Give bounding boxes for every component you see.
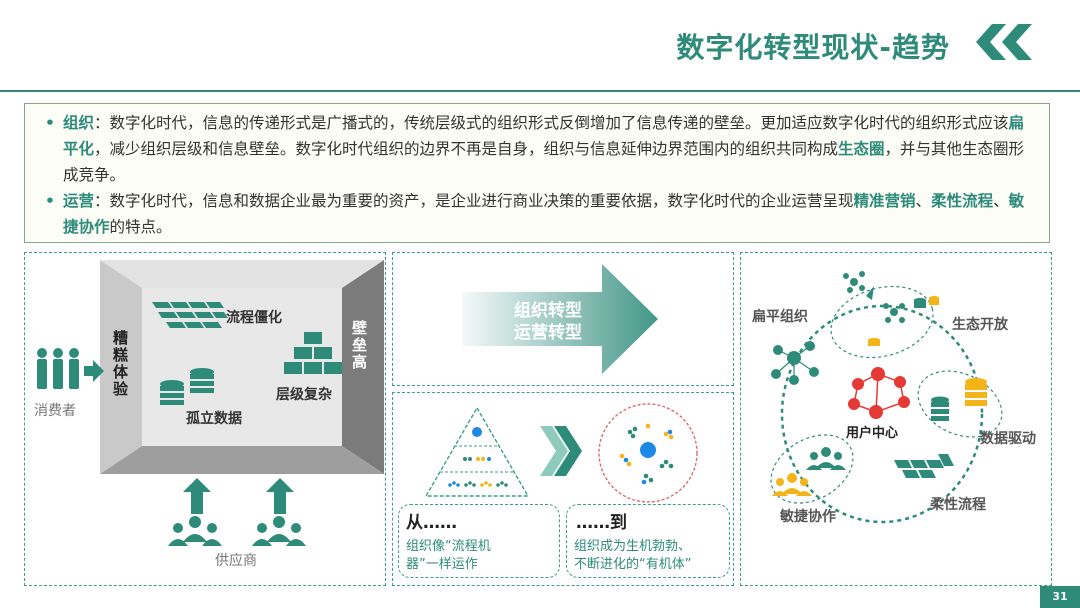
from-box bbox=[398, 504, 560, 578]
bullet-operation: 运营：数字化时代，信息和数据企业最为重要的资产，是企业进行商业决策的重要依据，数… bbox=[45, 188, 1037, 240]
intro-textbox: 组织：数字化时代，信息的传递形式是广播式的，传统层级式的组织形式反倒增加了信息传… bbox=[24, 103, 1050, 243]
from-text-line1: 组织像“流程机 bbox=[406, 539, 491, 554]
middle-top-panel bbox=[392, 252, 734, 386]
label-flat-org: 扁平组织 bbox=[752, 309, 808, 325]
kw-operation: 运营 bbox=[63, 192, 95, 210]
database-icon bbox=[160, 368, 214, 405]
hierarchy-label: 层级复杂 bbox=[276, 387, 332, 403]
kw-agile: 敏捷协作 bbox=[63, 192, 1025, 236]
left-wall-label: 糟糕体验 bbox=[111, 330, 129, 398]
from-text-line2: 器”一样运作 bbox=[406, 557, 478, 572]
header-divider bbox=[0, 90, 1080, 92]
label-eco-open: 生态开放 bbox=[952, 317, 1008, 333]
to-text-line1: 组织成为生机勃勃、 bbox=[574, 539, 692, 554]
arrow-up-icon bbox=[266, 478, 294, 514]
big-arrow-icon bbox=[462, 264, 658, 374]
to-text-line2: 不断进化的“有机体” bbox=[574, 557, 692, 572]
supplier-group-icon bbox=[252, 516, 306, 546]
kw-precision: 精准营销 bbox=[853, 192, 916, 210]
right-wall-label: 壁垒高 bbox=[350, 320, 368, 371]
hierarchy-blocks-icon bbox=[284, 332, 342, 374]
silo-data-label: 孤立数据 bbox=[186, 411, 242, 427]
arrow-up-icon bbox=[183, 478, 211, 514]
supplier-label: 供应商 bbox=[215, 553, 257, 569]
arrow-right-icon bbox=[84, 360, 104, 382]
label-flexible-process: 柔性流程 bbox=[930, 497, 986, 513]
to-title: ……到 bbox=[576, 513, 627, 533]
consumer-group-icon bbox=[37, 348, 79, 389]
middle-bottom-panel bbox=[392, 392, 734, 586]
arrow-text-line1: 组织转型 bbox=[514, 301, 582, 321]
ecosystem-diagram bbox=[770, 271, 1003, 524]
kw-flat: 扁平化 bbox=[63, 114, 1025, 158]
to-box bbox=[566, 504, 730, 578]
page-number: 31 bbox=[1040, 586, 1080, 608]
supplier-group-icon bbox=[168, 516, 222, 546]
label-agile-collab: 敏捷协作 bbox=[780, 509, 836, 525]
consumer-label: 消费者 bbox=[34, 403, 76, 419]
arrow-text-line2: 运营转型 bbox=[514, 323, 582, 343]
brick-icon bbox=[152, 302, 228, 328]
pyramid-icon bbox=[424, 406, 530, 497]
bullet-organization: 组织：数字化时代，信息的传递形式是广播式的，传统层级式的组织形式反倒增加了信息传… bbox=[45, 110, 1037, 188]
kw-flexible: 柔性流程 bbox=[931, 192, 994, 210]
kw-ecosystem: 生态圈 bbox=[838, 140, 885, 158]
page-title: 数字化转型现状-趋势 bbox=[676, 31, 950, 64]
double-chevron-icon bbox=[540, 426, 582, 476]
kw-organization: 组织 bbox=[63, 114, 95, 132]
label-data-driven: 数据驱动 bbox=[980, 431, 1036, 447]
from-title: 从…… bbox=[406, 513, 457, 533]
organism-icon bbox=[598, 403, 698, 503]
process-rigid-label: 流程僵化 bbox=[226, 310, 282, 326]
chevron-left-icon bbox=[976, 24, 1032, 60]
right-panel bbox=[740, 252, 1052, 586]
left-panel bbox=[24, 252, 386, 586]
label-user-center: 用户中心 bbox=[846, 426, 899, 441]
